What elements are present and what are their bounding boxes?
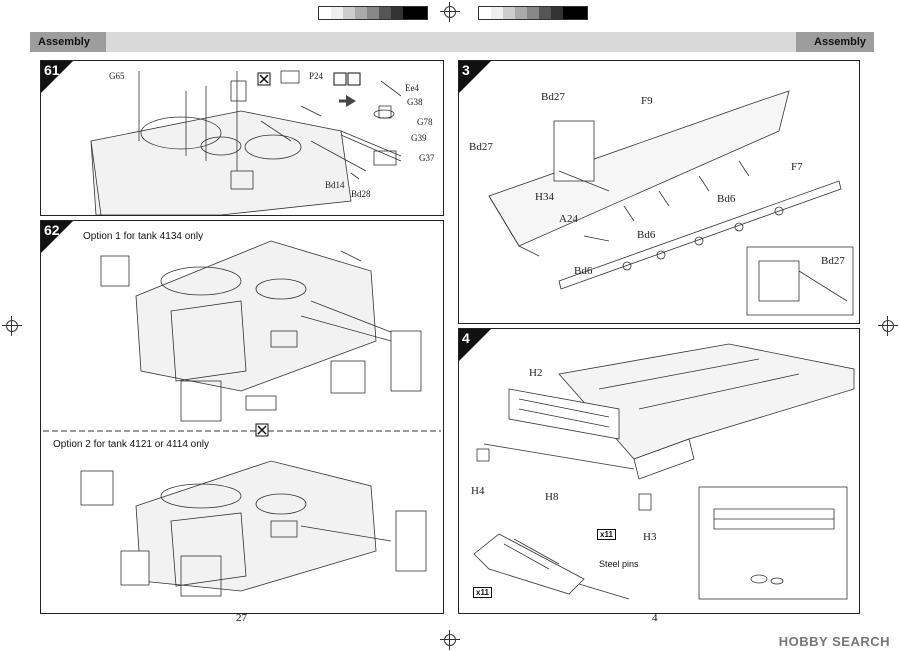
quantity-x11-right: x11 — [597, 529, 616, 540]
panel-step-3: 3 Bd27 F9 Bd27 H34 A24 Bd6 Bd6 Bd6 F7 Bd… — [458, 60, 860, 324]
label-bd6-middle: Bd6 — [637, 229, 656, 241]
label-g39: G39 — [411, 133, 427, 143]
label-g78: G78 — [417, 117, 433, 127]
label-bd6-right: Bd6 — [717, 193, 736, 205]
label-h8: H8 — [545, 491, 559, 503]
registration-mark-top — [440, 2, 460, 22]
header-title-left: Assembly — [30, 32, 106, 52]
label-a24: A24 — [559, 213, 578, 225]
label-f9: F9 — [641, 95, 653, 107]
turret-options-drawing — [43, 240, 441, 597]
label-bd27-inset: Bd27 — [821, 255, 845, 267]
label-steel-pins: Steel pins — [599, 559, 639, 569]
label-h2: H2 — [529, 367, 543, 379]
label-bd28: Bd28 — [351, 189, 371, 199]
label-h4: H4 — [471, 485, 485, 497]
page-number-left: 27 — [236, 612, 247, 624]
label-h34: H34 — [535, 191, 554, 203]
label-bd27-left: Bd27 — [469, 141, 493, 153]
tracks-drawing — [473, 343, 855, 600]
panel-step-62: 62 Option 1 for tank 4134 only Option 2 … — [40, 220, 444, 614]
label-p24: P24 — [309, 71, 324, 81]
color-bar-right — [478, 6, 588, 20]
hull-side-drawing — [488, 90, 854, 316]
label-g37: G37 — [419, 153, 435, 163]
color-bar-left — [318, 6, 428, 20]
label-g38: G38 — [407, 97, 423, 107]
label-bd27-top: Bd27 — [541, 91, 565, 103]
label-bd14: Bd14 — [325, 180, 345, 190]
watermark: HOBBY SEARCH — [778, 634, 890, 649]
registration-mark-left — [2, 316, 22, 336]
option-1-caption: Option 1 for tank 4134 only — [83, 231, 204, 242]
label-bd6-bottom: Bd6 — [574, 265, 593, 277]
panel-step-4: 4 H2 H4 H8 H3 x11 x11 Steel pins — [458, 328, 860, 614]
option-2-caption: Option 2 for tank 4121 or 4114 only — [53, 439, 210, 450]
registration-mark-bottom — [440, 630, 460, 650]
header-bar — [30, 32, 874, 52]
label-g65: G65 — [109, 71, 125, 81]
quantity-x11-left: x11 — [473, 587, 492, 598]
label-ee4: Ee4 — [405, 83, 419, 93]
header-title-right: Assembly — [796, 32, 874, 52]
label-h3: H3 — [643, 531, 657, 543]
label-f7: F7 — [791, 161, 803, 173]
turret-drawing — [90, 70, 402, 215]
registration-mark-right — [878, 316, 898, 336]
page-number-right: 4 — [652, 612, 658, 624]
panel-step-61: 61 G65 P24 Ee4 — [40, 60, 444, 216]
